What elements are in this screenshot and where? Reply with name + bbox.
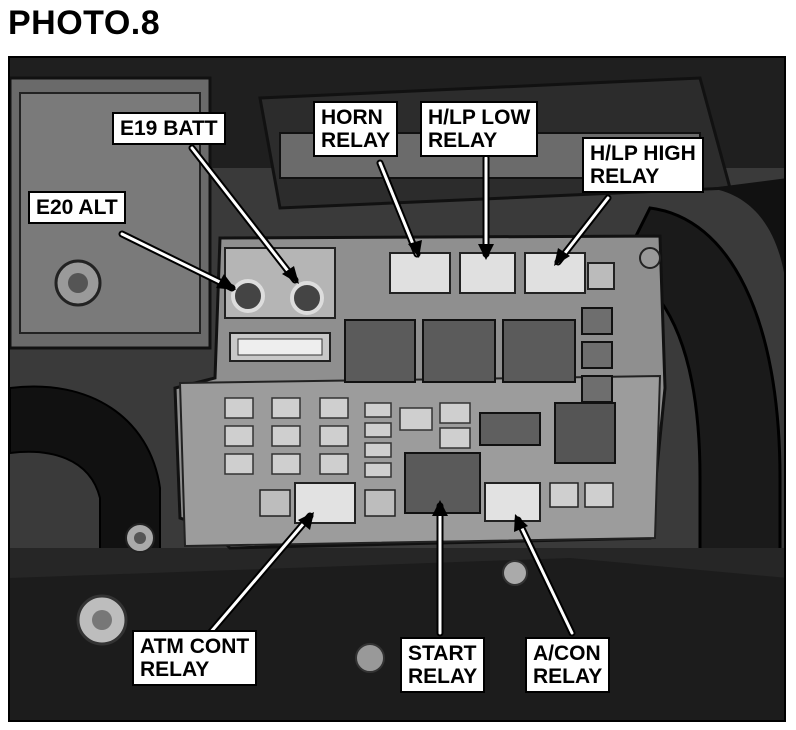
callout-start-relay: START RELAY xyxy=(400,637,486,693)
callout-atm-cont-relay: ATM CONT RELAY xyxy=(132,630,258,686)
callout-horn-relay: HORN RELAY xyxy=(313,101,399,157)
callout-e19-batt: E19 BATT xyxy=(112,112,226,145)
callout-hlp-low-relay: H/LP LOW RELAY xyxy=(420,101,539,157)
callout-e20-alt: E20 ALT xyxy=(28,191,126,224)
callout-acon-relay: A/CON RELAY xyxy=(525,637,611,693)
fuse-box-photo: E20 ALT E19 BATT HORN RELAY H/LP LOW REL… xyxy=(8,56,786,722)
photo-title: PHOTO.8 xyxy=(8,4,161,42)
callout-hlp-high-relay: H/LP HIGH RELAY xyxy=(582,137,704,193)
